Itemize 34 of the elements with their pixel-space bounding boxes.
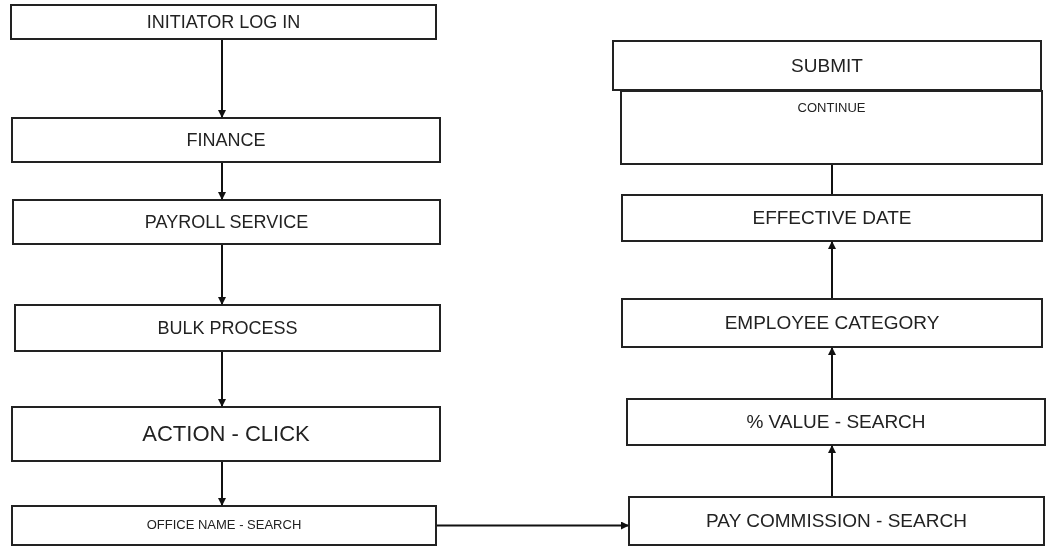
process-box (10, 4, 437, 40)
box-label: EFFECTIVE DATE (752, 206, 912, 230)
process-box (11, 117, 441, 163)
arrow (828, 445, 836, 497)
box-label: PAYROLL SERVICE (144, 210, 309, 234)
box-label: CONTINUE (797, 100, 866, 117)
process-box (12, 199, 441, 245)
process-box (14, 304, 441, 352)
box-label: EMPLOYEE CATEGORY (724, 311, 940, 335)
box-label: OFFICE NAME - SEARCH (146, 517, 302, 534)
arrow (828, 241, 836, 299)
box-label: FINANCE (186, 128, 266, 152)
box-label: PAY COMMISSION - SEARCH (706, 509, 967, 533)
arrow (218, 39, 226, 118)
arrow (828, 347, 836, 399)
process-box (621, 194, 1043, 242)
process-box (612, 40, 1042, 91)
arrow (218, 461, 226, 506)
process-box (621, 298, 1043, 348)
process-box (626, 398, 1046, 446)
arrow (436, 521, 629, 530)
arrow (218, 244, 226, 305)
box-label: SUBMIT (791, 53, 863, 78)
box-label: % VALUE - SEARCH (746, 410, 926, 434)
process-box (620, 90, 1043, 165)
arrow (218, 162, 226, 200)
arrow (218, 351, 226, 407)
process-box (11, 505, 437, 546)
connector-line (831, 164, 833, 195)
box-label: BULK PROCESS (157, 316, 298, 340)
box-label: INITIATOR LOG IN (146, 10, 301, 34)
process-box (11, 406, 441, 462)
box-label: ACTION - CLICK (142, 420, 310, 448)
process-box (628, 496, 1045, 546)
